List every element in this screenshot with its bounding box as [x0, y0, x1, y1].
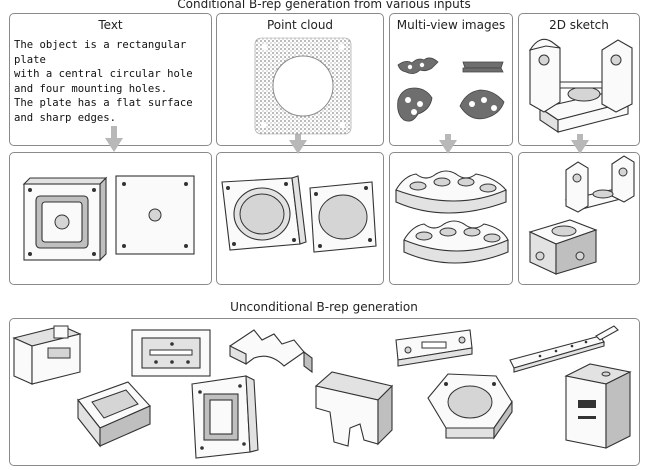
unconditional-sample-enclosure-box — [564, 363, 632, 449]
text-input-panel — [9, 13, 212, 146]
column-label-text: Text — [98, 18, 123, 32]
point-cloud-plate — [254, 37, 352, 135]
multiview-output-part-2 — [403, 220, 509, 264]
unconditional-sample-slotted-plate — [131, 329, 211, 377]
sketch-bracket — [528, 38, 633, 134]
unconditional-sample-framed-block — [191, 375, 259, 459]
arrow-text — [105, 126, 123, 152]
arrow-point-cloud — [289, 134, 307, 154]
unconditional-sample-forked-block — [314, 371, 394, 447]
unconditional-sample-hex-ring — [427, 373, 513, 440]
unconditional-sample-stepped-arch — [229, 329, 313, 374]
multiview-output-part-1 — [395, 170, 507, 214]
text-output-flat-plate — [115, 175, 195, 255]
column-label-sketch: 2D sketch — [549, 18, 609, 32]
point-cloud-output-plate-2 — [309, 181, 377, 253]
unconditional-sample-tray — [77, 381, 151, 448]
unconditional-sample-bracket-strip — [509, 325, 619, 373]
multiview-images — [397, 57, 505, 122]
sketch-output-bracket-1 — [564, 155, 635, 213]
unconditional-sample-dogbone-plate — [395, 329, 473, 367]
conditional-generation-title: Conditional B-rep generation from variou… — [177, 0, 471, 11]
text-description: The object is a rectangular plate with a… — [14, 39, 193, 124]
column-label-point-cloud: Point cloud — [266, 18, 334, 32]
arrow-sketch — [571, 134, 589, 154]
unconditional-generation-title: Unconditional B-rep generation — [230, 300, 418, 314]
multiview-input-panel — [389, 13, 513, 146]
unconditional-sample-box-with-slot — [12, 325, 82, 385]
arrow-multiview — [439, 134, 457, 154]
sketch-output-bracket-2 — [528, 219, 598, 275]
text-output-framed-plate — [22, 176, 108, 262]
point-cloud-output-plate-1 — [221, 175, 307, 251]
column-label-multiview: Multi-view images — [396, 18, 506, 32]
